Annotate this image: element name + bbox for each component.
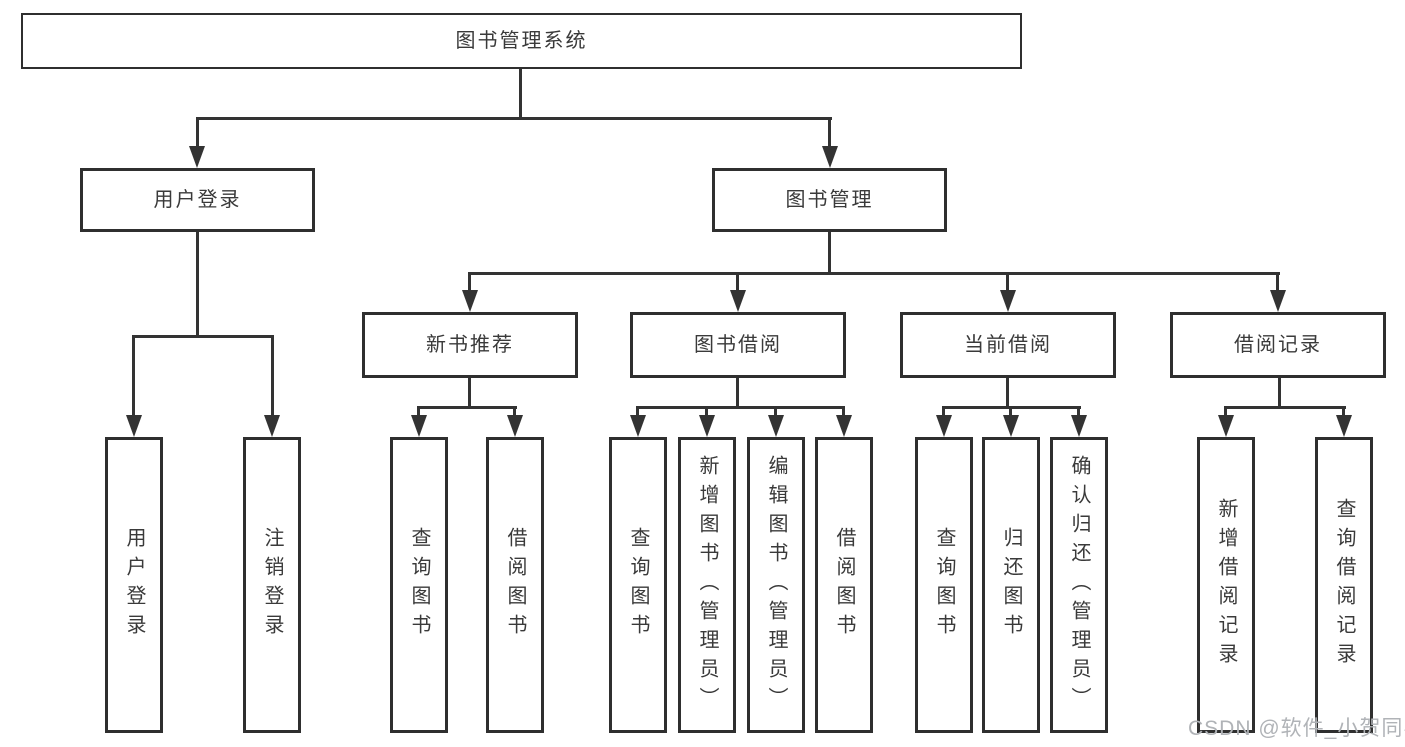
- arrow-down-icon: [189, 146, 205, 168]
- connector-line: [468, 378, 471, 406]
- node-label: 图书管理系统: [455, 30, 588, 52]
- leaf-borrow-books-2: 借阅图书: [815, 437, 873, 733]
- leaf-return-books: 归还图书: [982, 437, 1040, 733]
- node-label: 借阅记录: [1234, 334, 1322, 356]
- arrow-down-icon: [699, 415, 715, 437]
- leaf-add-borrow-record: 新增借阅记录: [1197, 437, 1255, 733]
- connector-line: [1077, 406, 1080, 415]
- node-label: 借阅图书: [833, 527, 855, 643]
- leaf-query-books-2: 查询图书: [609, 437, 667, 733]
- connector-line: [942, 406, 945, 415]
- connector-line: [828, 232, 831, 272]
- arrow-down-icon: [768, 415, 784, 437]
- leaf-confirm-return-admin: 确认归还（管理员）: [1050, 437, 1108, 733]
- connector-line: [417, 406, 420, 415]
- connector-line: [417, 406, 517, 409]
- node-label: 图书管理: [785, 189, 874, 211]
- node-label: 注销登录: [261, 527, 283, 643]
- connector-line: [1006, 378, 1009, 406]
- node-current-borrowing: 当前借阅: [900, 312, 1116, 378]
- connector-line: [132, 335, 274, 338]
- arrow-down-icon: [1270, 290, 1286, 312]
- arrow-down-icon: [836, 415, 852, 437]
- node-label: 归还图书: [1000, 527, 1022, 643]
- arrow-down-icon: [1336, 415, 1352, 437]
- arrow-down-icon: [1003, 415, 1019, 437]
- node-label: 借阅图书: [504, 527, 526, 643]
- connector-line: [132, 335, 135, 415]
- leaf-borrow-books-1: 借阅图书: [486, 437, 544, 733]
- connector-line: [705, 406, 708, 415]
- node-borrowing-records: 借阅记录: [1170, 312, 1386, 378]
- connector-line: [468, 272, 1280, 275]
- node-label: 用户登录: [153, 189, 242, 211]
- node-label: 查询图书: [933, 527, 955, 643]
- arrow-down-icon: [507, 415, 523, 437]
- connector-line: [736, 378, 739, 406]
- node-label: 新增图书（管理员）: [696, 454, 718, 716]
- leaf-logout: 注销登录: [243, 437, 301, 733]
- connector-line: [271, 335, 274, 415]
- connector-line: [774, 406, 777, 415]
- leaf-edit-books-admin: 编辑图书（管理员）: [747, 437, 805, 733]
- connector-line: [636, 406, 845, 409]
- arrow-down-icon: [936, 415, 952, 437]
- arrow-down-icon: [1218, 415, 1234, 437]
- node-book-borrowing: 图书借阅: [630, 312, 846, 378]
- leaf-query-books-1: 查询图书: [390, 437, 448, 733]
- node-label: 新增借阅记录: [1215, 498, 1237, 672]
- connector-line: [828, 117, 831, 146]
- connector-line: [636, 406, 639, 415]
- node-label: 确认归还（管理员）: [1068, 454, 1090, 716]
- csdn-watermark: CSDN @软件_小贺同学: [1188, 717, 1405, 740]
- arrow-down-icon: [411, 415, 427, 437]
- arrow-down-icon: [822, 146, 838, 168]
- connector-line: [842, 406, 845, 415]
- arrow-down-icon: [1071, 415, 1087, 437]
- arrow-down-icon: [126, 415, 142, 437]
- connector-line: [519, 69, 522, 117]
- connector-line: [468, 272, 471, 290]
- arrow-down-icon: [462, 290, 478, 312]
- connector-line: [1276, 272, 1279, 290]
- connector-line: [1009, 406, 1012, 415]
- connector-line: [1224, 406, 1346, 409]
- node-label: 编辑图书（管理员）: [765, 454, 787, 716]
- node-label: 查询图书: [408, 527, 430, 643]
- node-new-book-recommendation: 新书推荐: [362, 312, 578, 378]
- arrow-down-icon: [730, 290, 746, 312]
- arrow-down-icon: [264, 415, 280, 437]
- leaf-add-books-admin: 新增图书（管理员）: [678, 437, 736, 733]
- connector-line: [196, 232, 199, 335]
- node-label: 查询图书: [627, 527, 649, 643]
- node-label: 新书推荐: [426, 334, 514, 356]
- connector-line: [1278, 378, 1281, 406]
- node-library-management-system: 图书管理系统: [21, 13, 1022, 69]
- node-label: 查询借阅记录: [1333, 498, 1355, 672]
- connector-line: [736, 272, 739, 290]
- leaf-query-borrow-record: 查询借阅记录: [1315, 437, 1373, 733]
- node-label: 用户登录: [123, 527, 145, 643]
- connector-line: [196, 117, 832, 120]
- connector-line: [1224, 406, 1227, 415]
- node-user-login: 用户登录: [80, 168, 315, 232]
- connector-line: [1342, 406, 1345, 415]
- node-label: 图书借阅: [694, 334, 782, 356]
- connector-line: [1006, 272, 1009, 290]
- node-label: 当前借阅: [964, 334, 1052, 356]
- leaf-query-books-3: 查询图书: [915, 437, 973, 733]
- connector-line: [513, 406, 516, 415]
- arrow-down-icon: [630, 415, 646, 437]
- leaf-user-login: 用户登录: [105, 437, 163, 733]
- connector-line: [196, 117, 199, 146]
- arrow-down-icon: [1000, 290, 1016, 312]
- node-book-management: 图书管理: [712, 168, 947, 232]
